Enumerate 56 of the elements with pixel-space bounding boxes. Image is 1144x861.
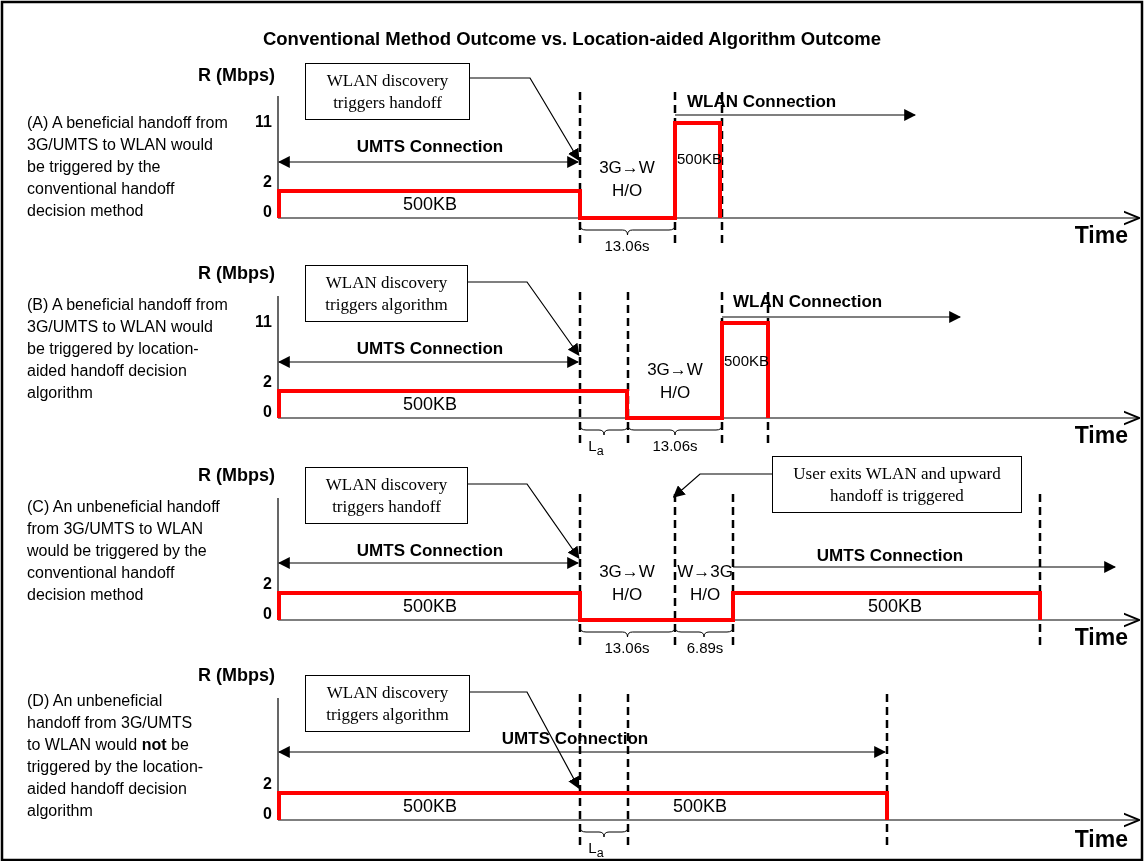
axis-title: R (Mbps) — [198, 65, 275, 86]
span-label: UMTS Connection — [816, 546, 964, 566]
axis-title: Time — [1074, 222, 1128, 249]
axis-title: Time — [1074, 624, 1128, 651]
phase-label: 3G→W H/O — [646, 359, 704, 404]
callout-box: WLAN discovery triggers handoff — [305, 63, 470, 120]
tick-label: 0 — [263, 203, 272, 222]
data-size-label: 500KB — [403, 796, 457, 817]
panel-description: (B) A beneficial handoff from 3G/UMTS to WLAN would be triggered by location-aided handoff decision algorithm — [27, 295, 229, 403]
leader-line — [672, 473, 773, 498]
tick-label: 0 — [263, 805, 272, 824]
span-label: UMTS Connection — [356, 541, 504, 561]
callout-box: WLAN discovery triggers algorithm — [305, 675, 470, 732]
data-size-label: 500KB — [868, 596, 922, 617]
phase-label: 3G→W H/O — [598, 561, 656, 606]
tick-label: 0 — [263, 605, 272, 624]
callout-box: WLAN discovery triggers handoff — [305, 467, 468, 524]
duration-label: 13.06s — [604, 237, 650, 255]
span-label: UMTS Connection — [356, 339, 504, 359]
axis-title: R (Mbps) — [198, 665, 275, 686]
span-label: WLAN Connection — [733, 292, 883, 312]
duration-label: L$_{a}$ — [588, 437, 604, 459]
tick-label: 2 — [263, 373, 272, 392]
leader-line — [469, 77, 580, 162]
tick-label: 2 — [263, 575, 272, 594]
duration-label: L$_{a}$ — [588, 839, 604, 861]
tick-label: 11 — [255, 313, 272, 332]
leader-line — [467, 483, 580, 559]
tick-label: 2 — [263, 173, 272, 192]
callout-box: WLAN discovery triggers algorithm — [305, 265, 468, 322]
span-label: UMTS Connection — [501, 729, 649, 749]
data-size-label: 500KB — [673, 796, 727, 817]
axis-title: R (Mbps) — [198, 465, 275, 486]
panel-description: (A) A beneficial handoff from 3G/UMTS to WLAN would be triggered by the conventional handoff decision method — [27, 113, 229, 221]
axis-title: Time — [1074, 826, 1128, 853]
data-size-label: 500KB — [403, 394, 457, 415]
tick-label: 0 — [263, 403, 272, 422]
tick-label: 2 — [263, 775, 272, 794]
tick-label: 11 — [255, 113, 272, 132]
span-label: UMTS Connection — [356, 137, 504, 157]
phase-label: W→3G H/O — [676, 561, 734, 606]
chart-title: Conventional Method Outcome vs. Location-aided Algorithm Outcome — [261, 28, 883, 50]
data-size-label: 500KB — [403, 596, 457, 617]
duration-label: 13.06s — [652, 437, 698, 455]
axis-title: Time — [1074, 422, 1128, 449]
duration-label: 6.89s — [686, 639, 724, 657]
callout-box: User exits WLAN and upward handoff is triggered — [772, 456, 1022, 513]
panel-description: (C) An unbeneficial handoff from 3G/UMTS to WLAN would be triggered by the conventional handoff decision method — [27, 497, 221, 605]
leader-line — [469, 691, 580, 790]
axis-title: R (Mbps) — [198, 263, 275, 284]
phase-label: 3G→W H/O — [598, 157, 656, 202]
leader-line — [467, 281, 580, 356]
span-label: WLAN Connection — [687, 92, 837, 112]
data-size-label: 500KB — [403, 194, 457, 215]
panel-description: (D) An unbeneficial handoff from 3G/UMTS to WLAN would not be triggered by the location-aided handoff decision algorithm — [27, 691, 205, 821]
duration-label: 13.06s — [604, 639, 650, 657]
